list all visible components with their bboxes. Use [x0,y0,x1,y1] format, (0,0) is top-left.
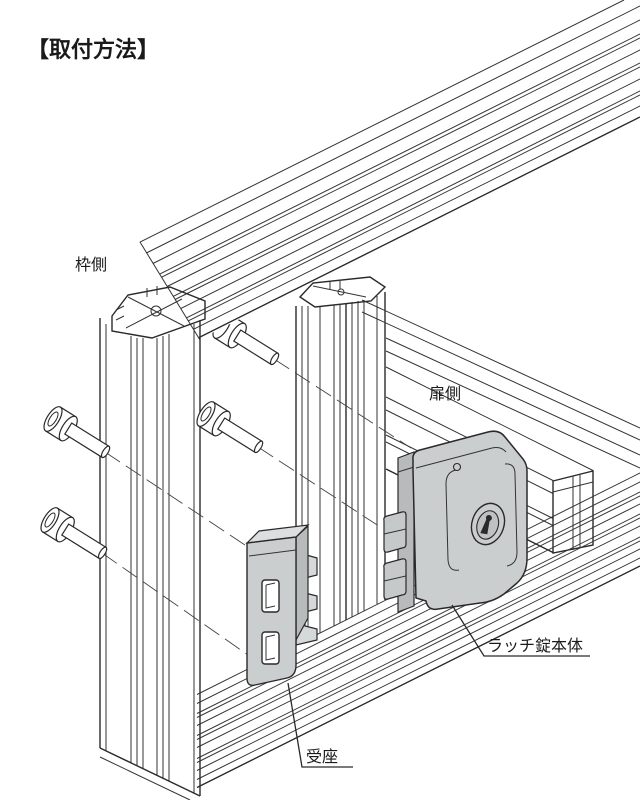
leader-latch-body [451,604,590,657]
latch-hook-1 [383,511,407,553]
screw-1 [43,406,111,459]
label-strike: 受座 [306,747,338,766]
strike-plate [245,524,318,687]
strike-slot-1 [261,579,280,613]
top-frame-beam [139,0,640,341]
leader-strike [287,682,353,768]
latch-hook-2 [383,558,407,600]
stile-section-cap [298,276,387,308]
screw-2 [40,507,108,560]
strike-slot-2 [261,631,280,665]
label-door-side: 扉側 [429,384,461,403]
label-frame-side: 枠側 [75,255,107,274]
post-section-cap [111,286,206,339]
door-stile [295,276,387,645]
page-title: 【取付方法】 [27,37,159,63]
latch-lock-body [383,430,528,613]
label-latch-body: ラッチ錠本体 [487,636,583,655]
door-top-rail [361,299,640,469]
keyhole [470,502,506,546]
screw-4 [196,401,264,454]
projection-lines [101,358,412,656]
left-frame-post [99,286,206,800]
screw-3 [212,313,280,366]
